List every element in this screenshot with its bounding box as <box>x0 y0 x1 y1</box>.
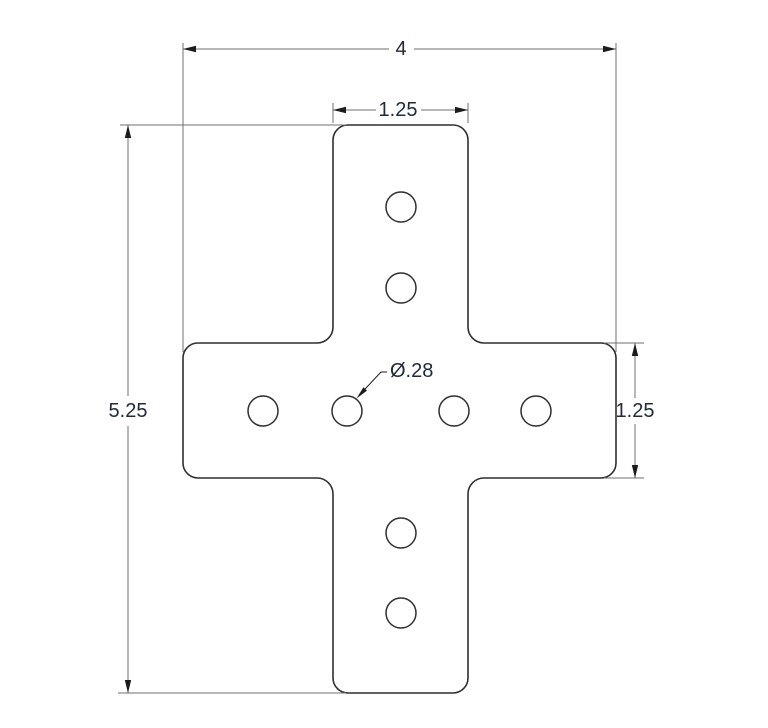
arrowhead-left <box>183 45 196 53</box>
leader-hole-diameter: Ø.28 <box>356 360 433 399</box>
dim-overall-height: 5.25 <box>109 124 346 694</box>
arrowhead-top <box>631 343 639 356</box>
dim-label-hole-diameter: Ø.28 <box>390 360 433 382</box>
leader-arrowhead <box>356 387 367 399</box>
dim-label-vertical-arm-width: 1.25 <box>379 99 418 121</box>
leader-line <box>358 371 387 396</box>
hole <box>385 272 417 304</box>
arrowhead-right <box>603 45 616 53</box>
hole <box>385 191 417 223</box>
dim-label-horizontal-arm-height: 1.25 <box>616 400 655 422</box>
dim-horizontal-arm-height: 1.25 <box>604 342 655 479</box>
hole <box>520 395 552 427</box>
hole <box>385 517 417 549</box>
arrowhead-left <box>333 106 346 114</box>
arrowhead-top <box>124 125 132 138</box>
part-outline <box>182 124 617 694</box>
holes <box>247 191 552 629</box>
hole <box>247 395 279 427</box>
arrowhead-bottom <box>124 680 132 693</box>
hole <box>331 395 363 427</box>
arrowhead-right <box>455 106 468 114</box>
hole <box>385 597 417 629</box>
hole <box>438 395 470 427</box>
arrowhead-bottom <box>631 465 639 478</box>
dim-vertical-arm-width: 1.25 <box>332 99 469 123</box>
dim-label-overall-height: 5.25 <box>109 400 148 422</box>
dim-overall-width: 4 <box>182 38 617 352</box>
dim-label-overall-width: 4 <box>395 38 406 60</box>
